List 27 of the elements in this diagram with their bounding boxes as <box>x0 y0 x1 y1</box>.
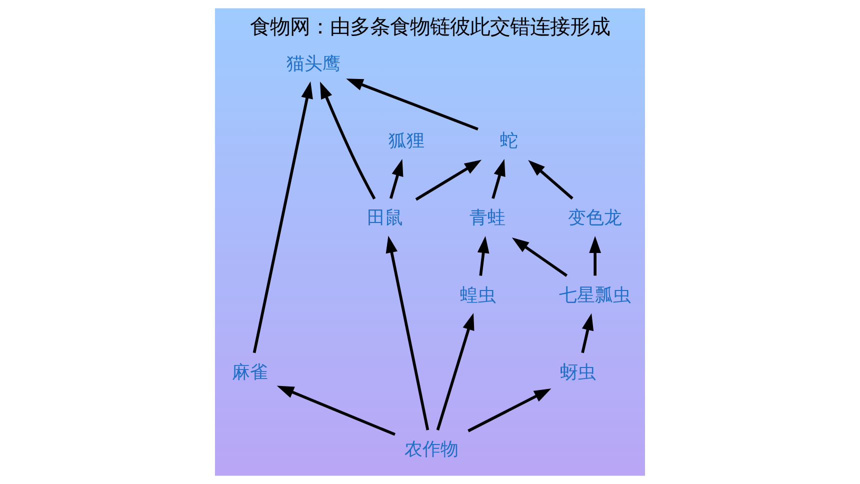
arrow <box>252 81 313 354</box>
node-text: 田鼠 <box>367 208 404 229</box>
arrow <box>386 236 430 430</box>
arrow <box>468 388 552 432</box>
arrow <box>389 158 404 199</box>
node-text: 变色龙 <box>568 208 622 229</box>
arrow <box>528 160 574 200</box>
arrow <box>415 160 482 201</box>
arrow <box>346 78 478 130</box>
node-text: 蚜虫 <box>560 362 596 383</box>
arrow <box>477 236 490 276</box>
node-text: 麻雀 <box>232 362 268 383</box>
node-text: 猫头鹰 <box>286 53 341 74</box>
arrow <box>276 386 396 436</box>
arrow <box>436 312 474 430</box>
arrow <box>320 82 376 200</box>
arrow <box>589 236 602 276</box>
arrow <box>512 238 568 277</box>
node-text: 农作物 <box>404 439 459 460</box>
node-text: 蝗虫 <box>460 284 496 306</box>
arrow <box>492 158 506 199</box>
diagram-title: 食物网：由多条食物链彼此交错连接形成 <box>250 14 610 39</box>
node-text: 青蛙 <box>469 208 506 229</box>
node-text: 狐狸 <box>388 130 425 152</box>
node-text: 蛇 <box>500 130 518 152</box>
node-text: 七星瓢虫 <box>559 284 632 306</box>
arrow <box>581 313 594 354</box>
